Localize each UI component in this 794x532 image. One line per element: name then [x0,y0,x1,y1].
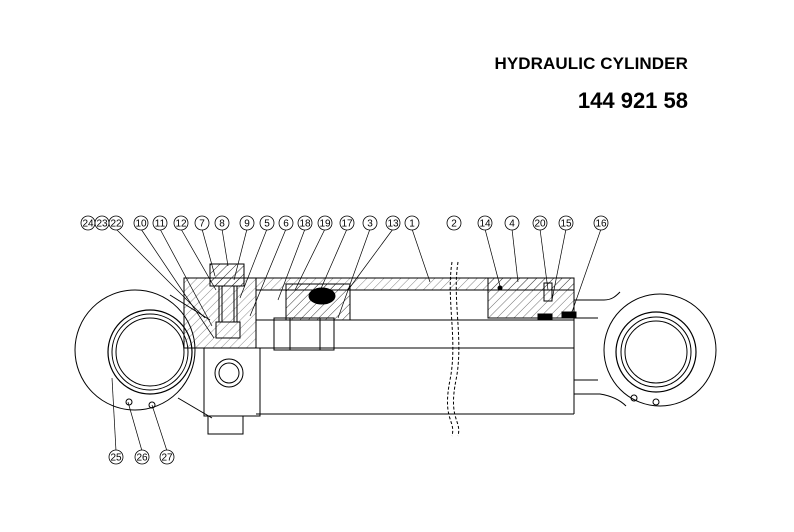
callout-balloon-16 [593,215,609,231]
right-eye [603,293,717,407]
callout-balloon-25 [108,449,124,465]
callout-label-19: 19 [319,219,331,230]
gland [487,277,577,321]
callout-balloon-19 [317,215,333,231]
callout-balloon-8 [214,215,230,231]
callout-label-13: 13 [387,219,399,230]
callout-balloon-11 [152,215,168,231]
callout-balloon-13 [385,215,401,231]
callout-balloon-17 [339,215,355,231]
callout-balloon-22 [108,215,124,231]
callout-balloon-20 [532,215,548,231]
callout-label-16: 16 [595,219,607,230]
callout-label-20: 20 [534,219,546,230]
callout-label-5: 5 [264,219,270,230]
head-block [183,263,261,435]
callout-balloon-9 [239,215,255,231]
callout-balloon-4 [504,215,520,231]
callout-balloon-1 [404,215,420,231]
leader-lines [111,228,602,452]
callout-label-4: 4 [509,219,515,230]
callout-label-24: 24 [82,219,94,230]
callout-label-27: 27 [161,453,173,464]
callout-label-25: 25 [110,453,122,464]
callout-balloon-6 [278,215,294,231]
callout-balloon-18 [297,215,313,231]
callout-balloon-7 [194,215,210,231]
callout-label-1: 1 [409,219,415,230]
callout-balloon-26 [134,449,150,465]
callout-label-22: 22 [110,219,122,230]
callout-balloon-27 [159,449,175,465]
callout-label-10: 10 [135,219,147,230]
callout-label-18: 18 [299,219,311,230]
part-number: 144 921 58 [577,88,688,113]
callout-label-17: 17 [341,219,353,230]
callout-label-14: 14 [479,219,491,230]
callout-label-3: 3 [367,219,373,230]
callout-balloon-10 [133,215,149,231]
callout-balloon-5 [259,215,275,231]
callout-balloon-12 [173,215,189,231]
callout-label-12: 12 [175,219,187,230]
callout-label-7: 7 [199,219,205,230]
callout-label-6: 6 [283,219,289,230]
callout-balloon-15 [558,215,574,231]
callout-label-2: 2 [451,219,457,230]
callout-label-8: 8 [219,219,225,230]
callout-label-23: 23 [96,219,108,230]
callout-label-26: 26 [136,453,148,464]
callout-label-9: 9 [244,219,250,230]
callouts-bottom: 25 26 27 [108,449,175,465]
callout-label-15: 15 [560,219,572,230]
drawing-title: HYDRAULIC CYLINDER [494,54,688,73]
callout-label-11: 11 [155,219,166,230]
callout-balloon-14 [477,215,493,231]
callout-balloon-3 [362,215,378,231]
piston-rod [574,291,627,407]
callout-balloon-2 [446,215,462,231]
